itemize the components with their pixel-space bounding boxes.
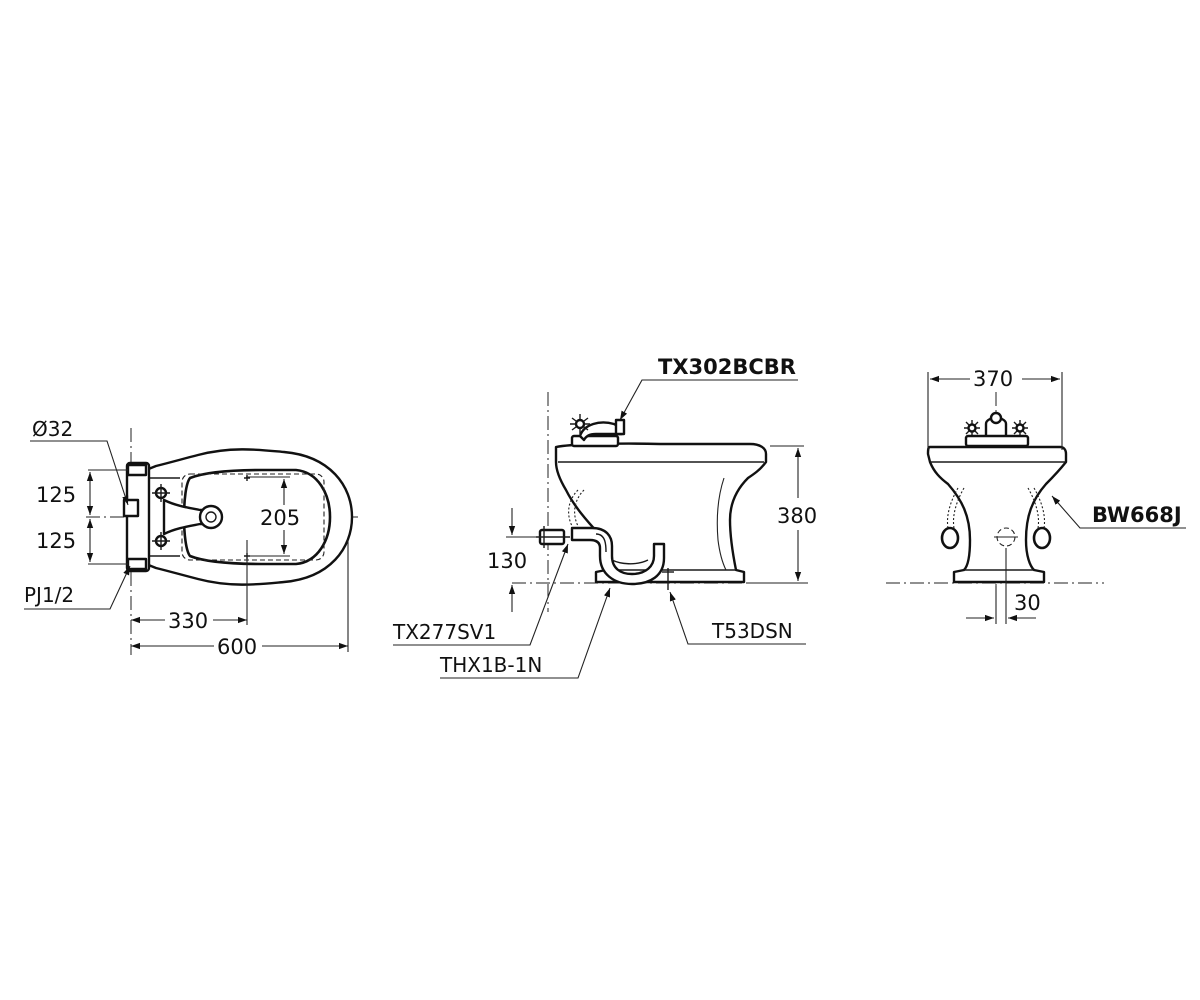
leader-bw668j	[1051, 495, 1186, 529]
dim-600: 600	[217, 635, 257, 659]
plan-bowl-inner	[182, 468, 332, 566]
dim-125-top: 125	[36, 483, 76, 507]
label-dia32: Ø32	[32, 417, 73, 441]
leader-tx302bcbr	[619, 379, 798, 421]
plan-handle-top-icon	[152, 484, 170, 502]
label-thx1b1n: THX1B-1N	[439, 653, 542, 677]
plan-rim-lines	[146, 477, 180, 557]
leader-tx277sv1	[393, 543, 569, 646]
label-tx277sv1: TX277SV1	[392, 620, 496, 644]
front-valve-left-icon	[940, 526, 960, 550]
plan-fitting-top	[126, 463, 148, 477]
plan-drain-icon	[198, 504, 224, 530]
side-view: TX302BCBR 380 130 TX277SV1 THX1B-1N T53D…	[392, 355, 817, 679]
dim-205: 205	[260, 506, 300, 530]
side-trap	[570, 526, 666, 586]
front-faucet-icon	[964, 411, 1030, 448]
side-faucet-icon	[570, 414, 626, 448]
dim-380: 380	[777, 504, 817, 528]
plan-waste-fitting	[122, 498, 140, 518]
leader-t53dsn	[669, 591, 806, 645]
front-valve-right-icon	[1032, 526, 1052, 550]
dim-125-bottom: 125	[36, 529, 76, 553]
front-view: 370 BW668J 30	[886, 367, 1186, 624]
label-pj12: PJ1/2	[24, 583, 74, 607]
leader-thx1b1n	[440, 587, 611, 679]
leader-pj12	[24, 565, 131, 610]
leader-dia32	[30, 440, 129, 506]
dim-330: 330	[168, 609, 208, 633]
front-bidet-body	[926, 445, 1068, 584]
dim-30: 30	[1014, 591, 1041, 615]
label-bw668j: BW668J	[1092, 503, 1182, 527]
label-tx302bcbr: TX302BCBR	[658, 355, 796, 379]
plan-handle-bottom-icon	[152, 532, 170, 550]
plan-bidet-outline	[144, 448, 354, 586]
plan-fitting-bottom	[126, 557, 148, 571]
dim-130: 130	[487, 549, 527, 573]
label-t53dsn: T53DSN	[711, 619, 793, 643]
dim-370: 370	[973, 367, 1013, 391]
plan-view: Ø32 125 125 205 PJ1/2 330 600	[24, 417, 358, 659]
